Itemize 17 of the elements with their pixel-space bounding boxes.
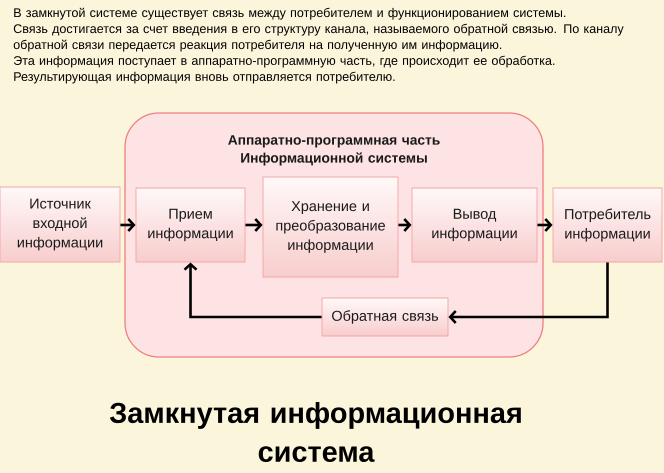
arrow: [245, 218, 263, 232]
process-box: Потребитель информации: [552, 188, 662, 262]
arrow: [448, 262, 609, 324]
arrow: [120, 218, 136, 232]
text-paragraph: Результирующая информация вновь отправляется потребителю.: [14, 72, 394, 84]
process-box: Хранение и преобразование информации: [262, 176, 398, 278]
process-box: Источник входной информации: [0, 186, 120, 262]
arrow: [537, 218, 553, 232]
slide-title: Замкнутая информационная система: [110, 402, 521, 462]
process-box: Вывод информации: [412, 188, 538, 262]
arrow: [184, 262, 322, 318]
text-paragraph: Эта информация поступает в аппаратно-программную часть, где происходит ее обработка.: [14, 56, 554, 68]
process-box: Прием информации: [136, 188, 246, 262]
process-box: Обратная связь: [322, 298, 448, 336]
text-paragraph: Связь достигается за счет введения в его структуру канала, называемого обратной связью. По каналу обратной связи передается реакция потребителя на полученную им информацию.: [14, 24, 624, 52]
text-paragraph: В замкнутой системе существует связь между потребителем и функционированием системы.: [14, 8, 566, 20]
panel-heading: Аппаратно-программная часть Информационной системы: [228, 135, 440, 166]
